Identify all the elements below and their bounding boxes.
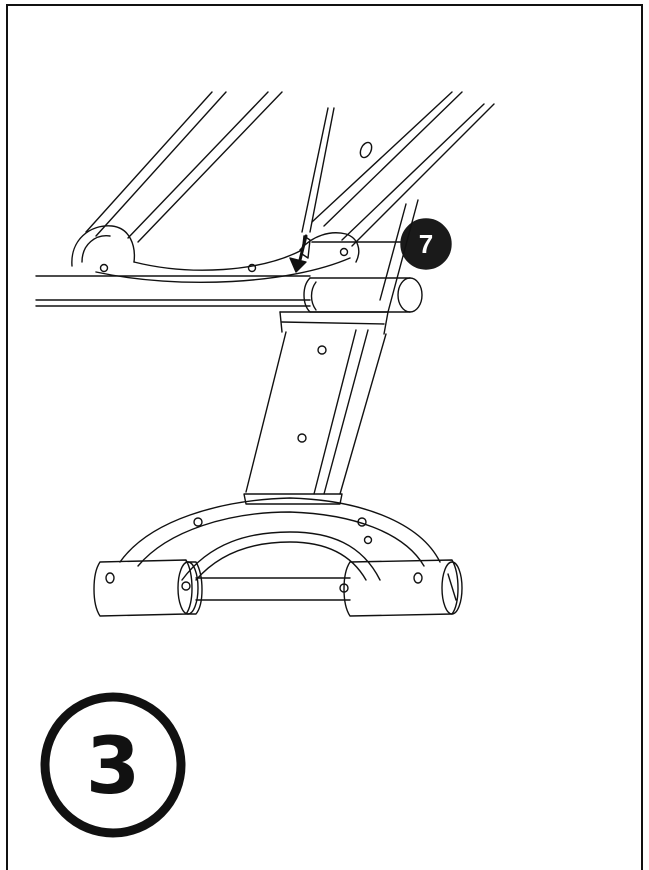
upper-frame-tubes: [85, 91, 495, 247]
step-number-circle-icon: [40, 692, 186, 838]
insertion-arrow: [289, 234, 311, 273]
upper-bracket: [71, 225, 360, 284]
step-number-label: 3: [86, 722, 140, 812]
part-number-label: 7: [419, 229, 433, 259]
upright-post: [245, 199, 419, 495]
page-frame: [6, 4, 643, 870]
part-7-callout: [311, 218, 452, 270]
part-callout-circle-icon: [400, 218, 452, 270]
base-stabilizer: [93, 493, 463, 617]
